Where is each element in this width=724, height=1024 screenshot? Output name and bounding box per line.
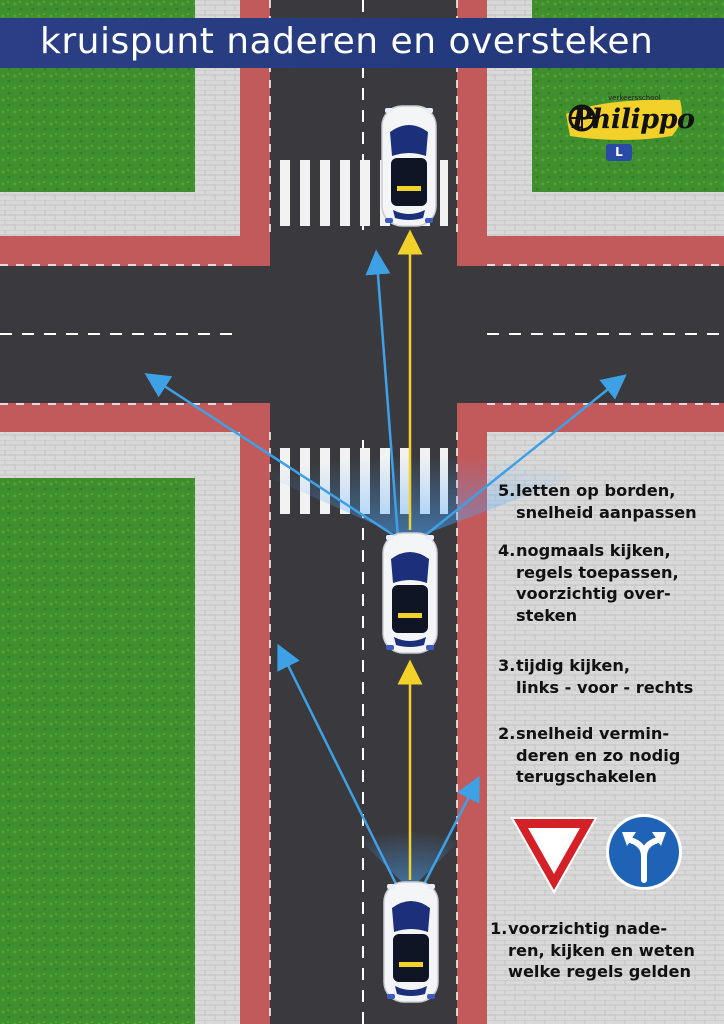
step-line: voorzichtig nade- [508, 919, 668, 938]
sidewalk-tl-horizontal [0, 192, 240, 236]
step-line: deren en zo nodig [516, 745, 681, 765]
step-number: 1. [490, 919, 508, 938]
left-or-right-arrow-sign-icon [606, 814, 682, 890]
step-5: 5. letten op borden, snelheid aanpassen [498, 480, 697, 523]
step-number: 2. [498, 724, 516, 743]
bike-lane [0, 236, 270, 266]
step-line: regels toepassen, [516, 562, 679, 582]
view-cone-middle [230, 420, 620, 540]
step-line: ren, kijken en weten [508, 940, 695, 960]
logo-brush-icon [566, 99, 682, 140]
step-line: snelheid vermin- [516, 724, 670, 743]
sidewalk-tr-horizontal [487, 192, 724, 236]
step-line: letten op borden, [516, 481, 676, 500]
logo-name: Philippo [572, 104, 695, 135]
bike-lane [457, 403, 724, 432]
bike-lane [457, 236, 724, 266]
look-arrow-right-early [420, 775, 480, 889]
step-number: 3. [498, 656, 516, 675]
step-4: 4. nogmaals kijken, regels toepassen, vo… [498, 540, 679, 626]
look-arrow-left [144, 373, 399, 540]
car-across-icon [381, 105, 437, 227]
car-approaching-icon [383, 881, 439, 1003]
step-line: links - voor - rechts [516, 677, 694, 697]
look-arrows [144, 249, 627, 889]
yield-sign-icon [510, 817, 598, 895]
step-line: steken [516, 605, 578, 625]
step-line: snelheid aanpassen [516, 502, 697, 522]
grass-bottom-left [0, 478, 195, 1024]
logo-l-badge: L [606, 144, 632, 161]
driving-school-logo: verkeersschool Philippo L [562, 90, 695, 174]
step-line: voorzichtig over- [516, 584, 671, 603]
car-at-crossing-icon [382, 532, 438, 654]
step-line: welke regels gelden [508, 962, 691, 981]
bike-lane [240, 403, 270, 1024]
look-arrow-left-early [277, 643, 400, 889]
page-title: kruispunt naderen en oversteken [40, 21, 654, 62]
step-3: 3. tijdig kijken, links - voor - rechts [498, 655, 693, 698]
step-line: tijdig kijken, [516, 656, 631, 675]
step-line: terugschakelen [516, 767, 657, 786]
step-1: 1. voorzichtig nade- ren, kijken en wete… [490, 918, 695, 983]
bike-lane [0, 403, 270, 432]
sidewalk-bl-vertical [195, 432, 240, 1024]
look-arrow-ahead [365, 249, 400, 539]
step-line: nogmaals kijken, [516, 541, 671, 560]
step-number: 4. [498, 541, 516, 560]
logo-tagline: verkeersschool [608, 94, 661, 102]
look-arrow-right [421, 374, 627, 539]
sidewalk-bottom-right [487, 432, 724, 1024]
step-number: 5. [498, 481, 516, 500]
step-2: 2. snelheid vermin- deren en zo nodig te… [498, 723, 680, 788]
title-band [0, 18, 724, 68]
